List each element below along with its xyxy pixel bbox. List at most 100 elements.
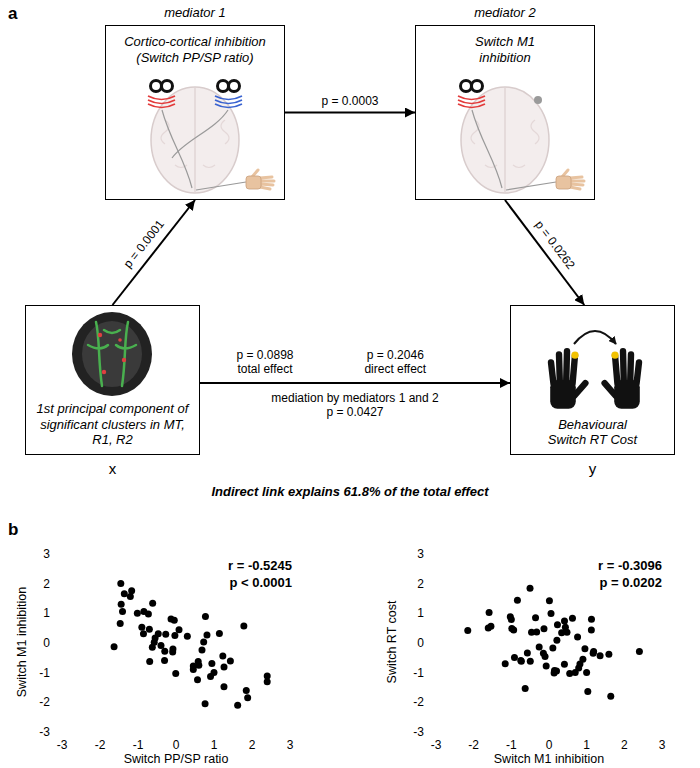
hands-switch-icon: [550, 331, 640, 409]
data-point: [511, 654, 518, 661]
data-point: [208, 660, 215, 667]
data-point: [184, 633, 191, 640]
data-point: [549, 644, 556, 651]
tick-label: -3: [57, 738, 68, 752]
data-point: [220, 683, 227, 690]
data-point: [117, 620, 124, 627]
node-text: Cortico-cortical inhibition (Switch PP/S…: [115, 34, 275, 65]
tick-label: 1: [43, 606, 50, 620]
tick-label: 2: [43, 576, 50, 590]
data-point: [140, 630, 147, 637]
node-heading: mediator 1: [86, 5, 304, 20]
data-point: [527, 585, 534, 592]
data-point: [548, 610, 555, 617]
connector-arrow: [200, 382, 510, 384]
node-heading: mediator 2: [396, 5, 614, 20]
edge-label: p = 0.0001: [120, 218, 167, 272]
process-box: 1st principal component of significant c…: [25, 305, 200, 455]
data-point: [607, 693, 614, 700]
data-point: [561, 617, 568, 624]
tick-label: -1: [39, 665, 50, 679]
node-text: Switch M1 inhibition: [460, 34, 550, 65]
tick-label: -1: [413, 665, 424, 679]
data-point: [111, 643, 118, 650]
stat-label: p = 0.0202: [599, 575, 662, 591]
tick-label: 2: [621, 738, 628, 752]
axis-title: Switch RT cost: [385, 601, 400, 684]
data-point: [151, 639, 158, 646]
data-point: [118, 601, 125, 608]
single-pulse-tms-illustration: [458, 81, 584, 194]
data-point: [507, 613, 514, 620]
data-point: [138, 624, 145, 631]
data-point: [540, 650, 547, 657]
data-point: [553, 637, 560, 644]
tick-label: 0: [417, 636, 424, 650]
connector-arrow: [505, 200, 584, 305]
tick-label: -3: [431, 738, 442, 752]
tick-label: 0: [546, 738, 553, 752]
data-point: [210, 669, 217, 676]
data-point: [203, 632, 210, 639]
stat-label: p < 0.0001: [229, 575, 292, 591]
tick-label: 3: [659, 738, 666, 752]
stat-label: r = -0.5245: [228, 558, 292, 574]
panel-letter: b: [8, 520, 18, 540]
connector-arrow: [285, 112, 415, 114]
node-heading: x: [6, 460, 219, 477]
data-point: [561, 661, 568, 668]
tick-label: 2: [417, 576, 424, 590]
data-point: [575, 664, 582, 671]
tick-label: 3: [43, 547, 50, 561]
node-text: 1st principal component of significant c…: [33, 401, 193, 448]
edge-label: p = 0.2046 direct effect: [357, 348, 433, 377]
data-point: [121, 590, 128, 597]
data-point: [588, 616, 595, 623]
data-point: [221, 664, 228, 671]
node-text: Behavioural Switch RT Cost: [543, 417, 643, 448]
data-point: [566, 670, 573, 677]
tick-label: 1: [211, 738, 218, 752]
data-point: [517, 657, 524, 664]
data-point: [532, 614, 539, 621]
tick-label: -3: [413, 725, 424, 739]
tick-label: -2: [95, 738, 106, 752]
data-point: [510, 626, 517, 633]
tick-label: -1: [133, 738, 144, 752]
axis-title: Switch M1 inhibition: [494, 752, 604, 767]
tick-label: 2: [249, 738, 256, 752]
data-point: [551, 667, 558, 674]
data-point: [169, 649, 176, 656]
dti-brain-image: [72, 312, 152, 396]
data-point: [176, 626, 183, 633]
tick-label: 0: [173, 738, 180, 752]
tick-label: 3: [417, 547, 424, 561]
data-point: [464, 627, 471, 634]
panel-letter: a: [8, 4, 17, 24]
data-point: [588, 626, 595, 633]
data-point: [194, 676, 201, 683]
node-heading: y: [491, 460, 694, 477]
axis-title: Switch M1 inhibition: [15, 587, 30, 697]
data-point: [240, 622, 247, 629]
data-point: [227, 657, 234, 664]
data-point: [198, 646, 205, 653]
data-point: [117, 580, 124, 587]
data-point: [244, 694, 251, 701]
tick-label: 1: [417, 606, 424, 620]
tick-label: -2: [413, 695, 424, 709]
tick-label: -2: [39, 695, 50, 709]
axis-title: Switch PP/SP ratio: [124, 752, 229, 767]
tick-label: 0: [43, 636, 50, 650]
data-point: [540, 625, 547, 632]
data-point: [172, 670, 179, 677]
paired-pulse-tms-illustration: [148, 81, 274, 194]
tick-label: 1: [583, 738, 590, 752]
data-point: [128, 587, 135, 594]
tick-label: -1: [506, 738, 517, 752]
data-point: [162, 631, 169, 638]
data-point: [605, 651, 612, 658]
data-point: [195, 658, 202, 665]
process-box: mediator 1Cortico-cortical inhibition (S…: [105, 25, 285, 200]
